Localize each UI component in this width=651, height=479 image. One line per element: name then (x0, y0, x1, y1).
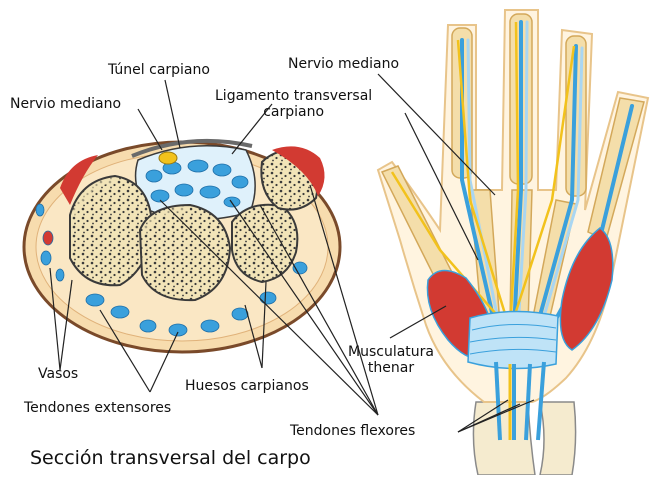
label-huesos-carpianos: Huesos carpianos (185, 378, 309, 394)
label-nervio-mediano-left: Nervio mediano (10, 96, 121, 112)
label-ligamento-transversal: Ligamento transversal carpiano (215, 88, 372, 120)
wrist-cross-section (24, 141, 340, 352)
hand-illustration (378, 10, 648, 475)
label-tendones-flexores: Tendones flexores (290, 423, 415, 439)
label-tendones-extensores: Tendones extensores (24, 400, 171, 416)
label-nervio-mediano-right: Nervio mediano (288, 56, 399, 72)
label-musculatura-line1: Musculatura (348, 344, 434, 360)
median-nerve-section (159, 152, 177, 164)
label-vasos: Vasos (38, 366, 78, 382)
label-ligamento-line2: carpiano (215, 104, 372, 120)
label-tunel-carpiano: Túnel carpiano (108, 62, 210, 78)
caption-title: Sección transversal del carpo (30, 450, 311, 466)
label-musculatura-line2: thenar (348, 360, 434, 376)
ulna-bone (540, 402, 576, 475)
label-musculatura-thenar: Musculatura thenar (348, 344, 434, 376)
label-ligamento-line1: Ligamento transversal (215, 88, 372, 104)
